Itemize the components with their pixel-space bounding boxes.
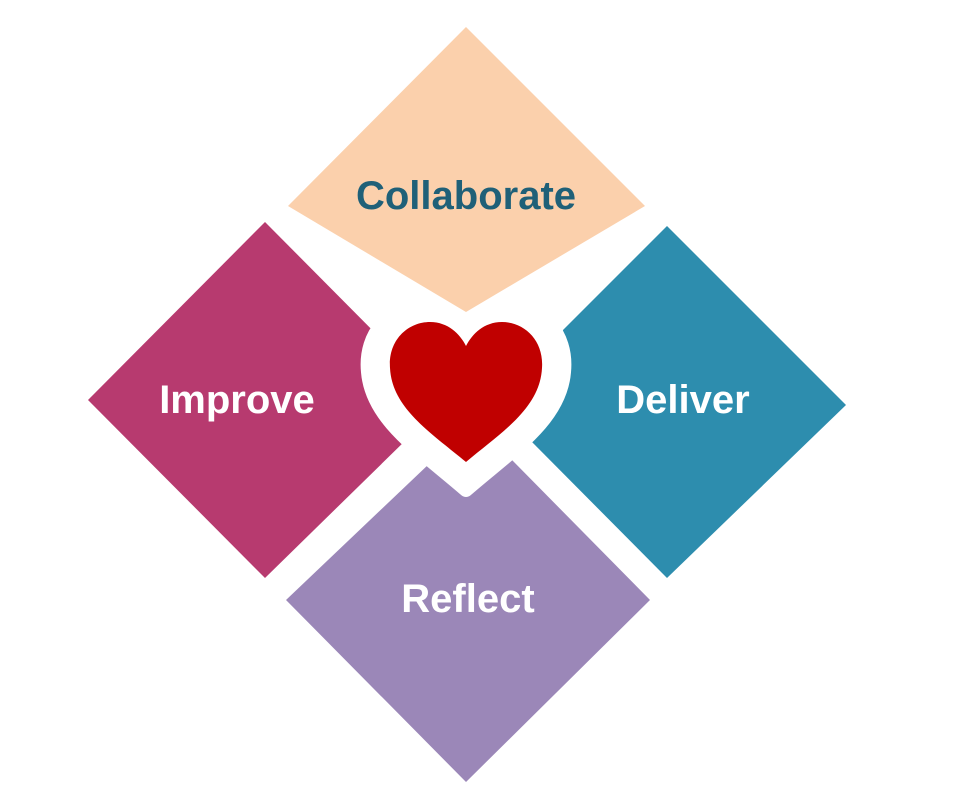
reflect-diamond (286, 460, 650, 782)
collaborate-diamond (288, 27, 645, 312)
improve-diamond (88, 222, 409, 578)
quadrant-collaborate: Collaborate (288, 27, 645, 312)
improve-label: Improve (159, 378, 315, 422)
reflect-label: Reflect (401, 577, 534, 621)
deliver-diamond (530, 226, 846, 578)
quadrant-deliver: Deliver (530, 226, 846, 578)
collaborate-label: Collaborate (356, 174, 576, 218)
heart-icon (360, 299, 572, 497)
deliver-label: Deliver (616, 378, 749, 422)
quadrant-improve: Improve (88, 222, 409, 578)
heart-shape (389, 322, 543, 462)
quadrant-reflect: Reflect (286, 460, 650, 782)
